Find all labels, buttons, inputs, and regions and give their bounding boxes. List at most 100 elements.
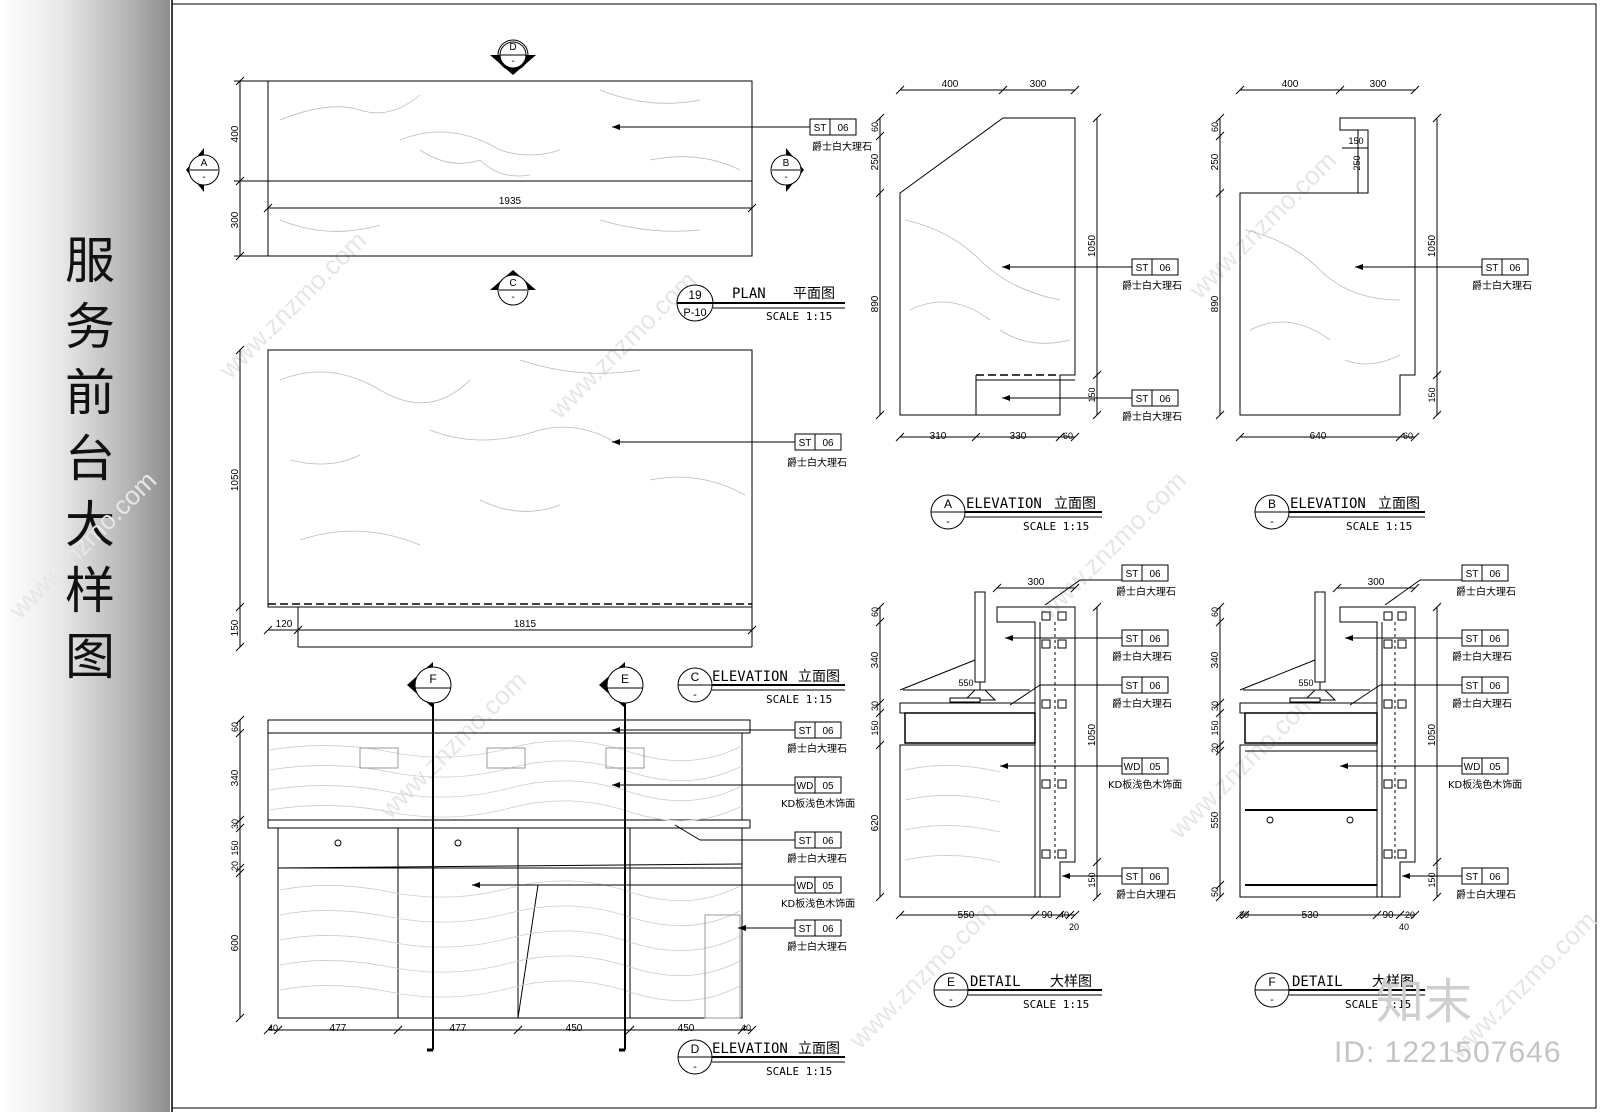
svg-text:E: E [621,672,629,686]
svg-text:300: 300 [1030,79,1047,90]
svg-text:60: 60 [1063,431,1073,441]
svg-text:ST: ST [799,836,812,847]
svg-text:SCALE 1:15: SCALE 1:15 [1345,998,1411,1011]
svg-text:SCALE 1:15: SCALE 1:15 [766,693,832,706]
sheet-title: 服务前台大样图 [65,232,115,686]
sheet-title-band: 服务前台大样图 [0,0,170,1112]
svg-text:06: 06 [1149,872,1161,883]
watermark-id: ID: 1221507646 [1334,1036,1562,1069]
svg-text:WD: WD [797,781,814,792]
detail-e-title: E - DETAIL 大样图 SCALE 1:15 [933,972,1102,1011]
svg-text:340: 340 [230,769,241,786]
svg-text:550: 550 [958,678,973,688]
svg-text:F: F [1268,975,1275,989]
section-marker-c: C - [490,270,536,306]
svg-text:爵士白大理石: 爵士白大理石 [1472,279,1532,292]
svg-text:A: A [201,158,208,169]
plan-material-tag: ST 06 爵士白大理石 [809,118,872,153]
svg-text:300: 300 [1368,577,1385,588]
svg-text:P-10: P-10 [683,307,706,319]
elevation-b-view: 400 300 150 250 60 250 890 1050 150 640 … [1210,79,1482,442]
svg-text:05: 05 [822,881,834,892]
svg-text:450: 450 [678,1023,695,1034]
svg-text:300: 300 [1028,577,1045,588]
svg-text:B: B [783,158,790,169]
detail-f-title: F - DETAIL 大样图 SCALE 1:15 [1254,972,1425,1011]
svg-text:06: 06 [822,726,834,737]
svg-text:-: - [693,1061,697,1073]
section-marker-a: A - [186,148,220,192]
svg-text:ELEVATION: ELEVATION [1290,496,1366,512]
svg-text:400: 400 [230,125,241,142]
svg-text:SCALE 1:15: SCALE 1:15 [1346,520,1412,533]
svg-text:20: 20 [1210,743,1220,753]
svg-text:B: B [1268,497,1276,511]
svg-text:ST: ST [1466,634,1479,645]
svg-text:立面图: 立面图 [1378,496,1420,512]
svg-text:330: 330 [1010,431,1027,442]
svg-text:SCALE 1:15: SCALE 1:15 [1023,520,1089,533]
svg-text:06: 06 [822,438,834,449]
svg-text:ST: ST [1466,569,1479,580]
svg-text:ELEVATION: ELEVATION [712,1041,788,1057]
svg-text:SCALE 1:15: SCALE 1:15 [1023,998,1089,1011]
svg-text:1050: 1050 [1087,723,1098,746]
svg-text:ST: ST [799,726,812,737]
svg-text:60: 60 [230,722,240,732]
svg-text:E: E [947,975,955,989]
svg-text:立面图: 立面图 [798,669,840,685]
svg-text:150: 150 [1427,387,1437,402]
svg-text:150: 150 [230,840,240,855]
svg-text:19: 19 [688,288,702,302]
svg-text:06: 06 [1509,263,1521,274]
svg-text:ST: ST [1136,263,1149,274]
svg-text:60: 60 [870,607,880,617]
svg-text:ST: ST [1126,872,1139,883]
svg-text:爵士白大理石: 爵士白大理石 [1122,279,1182,292]
svg-text:爵士白大理石: 爵士白大理石 [1452,697,1512,710]
svg-text:立面图: 立面图 [1054,496,1096,512]
svg-text:ST: ST [799,924,812,935]
svg-text:450: 450 [566,1023,583,1034]
svg-text:F: F [429,672,436,686]
detail-e-view: 300 550 60 340 30 150 620 1050 150 [870,577,1122,932]
svg-text:250: 250 [870,153,881,170]
svg-text:550: 550 [1210,811,1221,828]
svg-text:640: 640 [1310,431,1327,442]
svg-text:600: 600 [230,934,241,951]
svg-text:1815: 1815 [514,619,537,630]
svg-text:530: 530 [1302,910,1319,921]
svg-text:大样图: 大样图 [1372,974,1414,990]
svg-text:40: 40 [268,1023,278,1033]
svg-text:06: 06 [1149,634,1161,645]
svg-text:310: 310 [930,431,947,442]
svg-text:ST: ST [1126,634,1139,645]
svg-text:ST: ST [1126,569,1139,580]
svg-text:340: 340 [870,651,881,668]
svg-text:DETAIL: DETAIL [1292,974,1343,990]
svg-text:-: - [511,292,514,303]
svg-text:A: A [944,497,952,511]
elevation-a-view: 400 300 60 250 890 1050 150 310 330 60 [870,79,1132,442]
svg-text:20: 20 [1069,922,1079,932]
svg-text:550: 550 [958,910,975,921]
svg-text:-: - [1270,994,1274,1006]
svg-text:ST: ST [1486,263,1499,274]
svg-text:C: C [509,278,516,289]
svg-text:爵士白大理石: 爵士白大理石 [787,456,847,469]
svg-text:20: 20 [1239,910,1249,920]
svg-text:ELEVATION: ELEVATION [966,496,1042,512]
svg-text:06: 06 [1159,263,1171,274]
svg-text:DETAIL: DETAIL [970,974,1021,990]
svg-text:爵士白大理石: 爵士白大理石 [1116,585,1176,598]
svg-text:50: 50 [1210,887,1220,897]
svg-text:www.znzmo.com: www.znzmo.com [212,225,372,385]
svg-text:06: 06 [1159,394,1171,405]
svg-text:www.znzmo.com: www.znzmo.com [1182,145,1342,305]
svg-text:1050: 1050 [1427,234,1438,257]
svg-text:150: 150 [1427,872,1437,887]
svg-text:90: 90 [1382,910,1394,921]
svg-text:06: 06 [1149,681,1161,692]
svg-text:www.znzmo.com: www.znzmo.com [1162,685,1322,845]
svg-text:-: - [693,689,697,701]
